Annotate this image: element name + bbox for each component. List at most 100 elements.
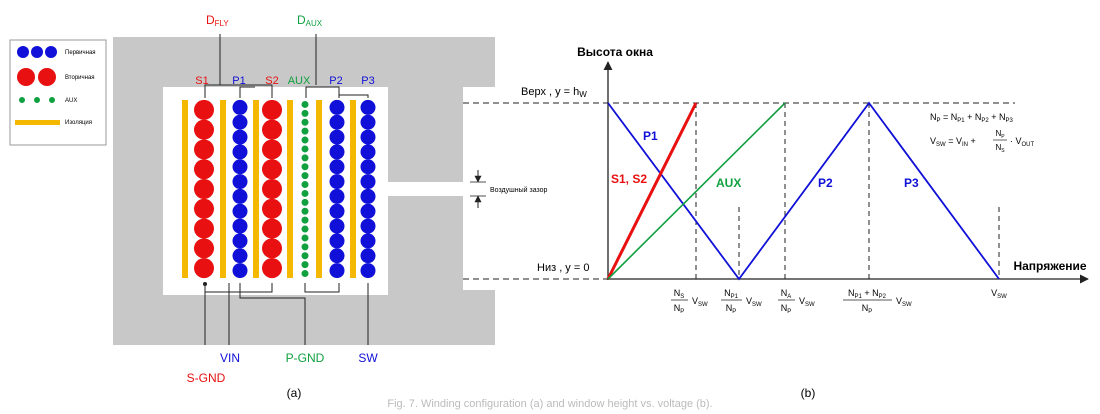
winding-p1-turn (232, 99, 248, 115)
winding-aux-turn (301, 154, 309, 162)
column-labels: S1 P1 S2 AUX P2 P3 (195, 75, 374, 87)
svg-text:NS: NS (674, 288, 685, 300)
x-axis-title: Напряжение (1013, 259, 1086, 273)
svg-text:NP = NP1 + NP2 + NP3: NP = NP1 + NP2 + NP3 (930, 112, 1014, 124)
svg-text:VSW: VSW (896, 296, 912, 308)
col-label-p1: P1 (232, 75, 245, 87)
primary-trace (607, 101, 1000, 281)
label-p3: P3 (904, 176, 919, 190)
dfly-label: DFLY (206, 13, 229, 28)
winding-p3-turn (360, 159, 376, 175)
winding-aux-turn (301, 100, 309, 108)
pin-vin: VIN (220, 351, 240, 365)
winding-p1-turn (232, 218, 248, 234)
label-aux: AUX (716, 176, 741, 190)
col-label-p2: P2 (329, 75, 342, 87)
winding-s2-turn (262, 198, 282, 219)
winding-aux-turn (301, 270, 309, 278)
winding-s1-turn (194, 159, 214, 180)
air-gap-label: Воздушный зазор (490, 186, 548, 194)
graph: Высота окна Напряжение Верх , y = hW Низ… (463, 45, 1089, 400)
winding-p3-turn (360, 129, 376, 145)
winding-p1-turn (232, 263, 248, 279)
svg-text:VSW: VSW (991, 288, 1007, 300)
legend-primary: Первичная (17, 46, 96, 58)
winding-aux-turn (301, 207, 309, 215)
pin-pgnd: P-GND (286, 351, 325, 365)
winding-p2-turn (329, 144, 345, 160)
svg-text:VSW = VIN +: VSW = VIN + (930, 136, 976, 148)
winding-s1-turn (194, 119, 214, 140)
col-label-p3: P3 (361, 75, 374, 87)
svg-text:NP: NP (674, 303, 685, 315)
winding-p3-turn (360, 203, 376, 219)
svg-text:NP1 + NP2: NP1 + NP2 (848, 288, 887, 300)
winding-wires (204, 34, 369, 345)
winding-s1-turn (194, 179, 214, 199)
svg-text:NA: NA (781, 288, 792, 300)
winding-s2-turn (262, 218, 282, 239)
winding-aux-turn (301, 118, 309, 126)
legend-secondary-label: Вторичная (65, 75, 95, 81)
svg-text:DAUX: DAUX (297, 13, 323, 28)
winding-p2-turn (329, 203, 345, 219)
air-gap-marker: Воздушный зазор (470, 170, 548, 208)
winding-aux-turn (301, 243, 309, 251)
winding-p2-turn (329, 218, 345, 234)
winding-p1-turn (232, 203, 248, 219)
svg-text:VSW: VSW (692, 296, 708, 308)
winding-p1-turn (232, 114, 248, 130)
col-label-aux: AUX (288, 75, 311, 87)
winding-p2-turn (329, 129, 345, 145)
top-label: Верх , y = hW (521, 86, 587, 99)
legend: Первичная Вторичная AUX Изоляция (9, 39, 107, 146)
bottom-label: Низ , y = 0 (537, 262, 589, 274)
winding-p3-turn (360, 99, 376, 115)
winding-p2-turn (329, 99, 345, 115)
winding-p1-turn (232, 174, 248, 190)
winding-p1-turn (232, 188, 248, 204)
winding-aux-turn (301, 252, 309, 260)
secondary-trace (606, 102, 698, 280)
label-s1s2: S1, S2 (611, 172, 647, 186)
legend-insulation: Изоляция (15, 120, 92, 126)
winding-p1-turn (232, 144, 248, 160)
winding-p3-turn (360, 218, 376, 234)
svg-text:NP: NP (862, 303, 873, 315)
pin-sw: SW (358, 351, 378, 365)
winding-p2-turn (329, 159, 345, 175)
winding-aux-turn (301, 127, 309, 135)
winding-s1-turn (194, 139, 214, 160)
col-label-s2: S2 (265, 75, 278, 87)
winding-s2-turn (262, 179, 282, 199)
winding-p2-turn (329, 248, 345, 264)
winding-aux-turn (301, 198, 309, 206)
svg-text:VSW: VSW (746, 296, 762, 308)
winding-p1-turn (232, 248, 248, 264)
winding-s2-turn (262, 258, 282, 279)
svg-text:DFLY: DFLY (206, 13, 229, 28)
winding-p2-turn (329, 233, 345, 249)
winding-s1-turn (194, 99, 214, 120)
col-label-s1: S1 (195, 75, 208, 87)
label-p2: P2 (818, 176, 833, 190)
winding-aux-turn (301, 109, 309, 117)
winding-s2-turn (262, 159, 282, 180)
label-p1: P1 (643, 129, 658, 143)
winding-aux-turn (301, 181, 309, 189)
figure-label-a: (a) (287, 386, 302, 400)
legend-primary-label: Первичная (65, 50, 96, 56)
daux-label: DAUX (297, 13, 323, 28)
svg-text:NP: NP (781, 303, 792, 315)
winding-aux-turn (301, 172, 309, 180)
winding-p2-turn (329, 188, 345, 204)
winding-s2-turn (262, 238, 282, 259)
winding-s1-turn (194, 238, 214, 259)
winding-p3-turn (360, 188, 376, 204)
winding-s1-turn (194, 258, 214, 279)
winding-p1-turn (232, 159, 248, 175)
winding-aux-turn (301, 216, 309, 224)
winding-p3-turn (360, 263, 376, 279)
winding-p3-turn (360, 233, 376, 249)
winding-p1-turn (232, 233, 248, 249)
